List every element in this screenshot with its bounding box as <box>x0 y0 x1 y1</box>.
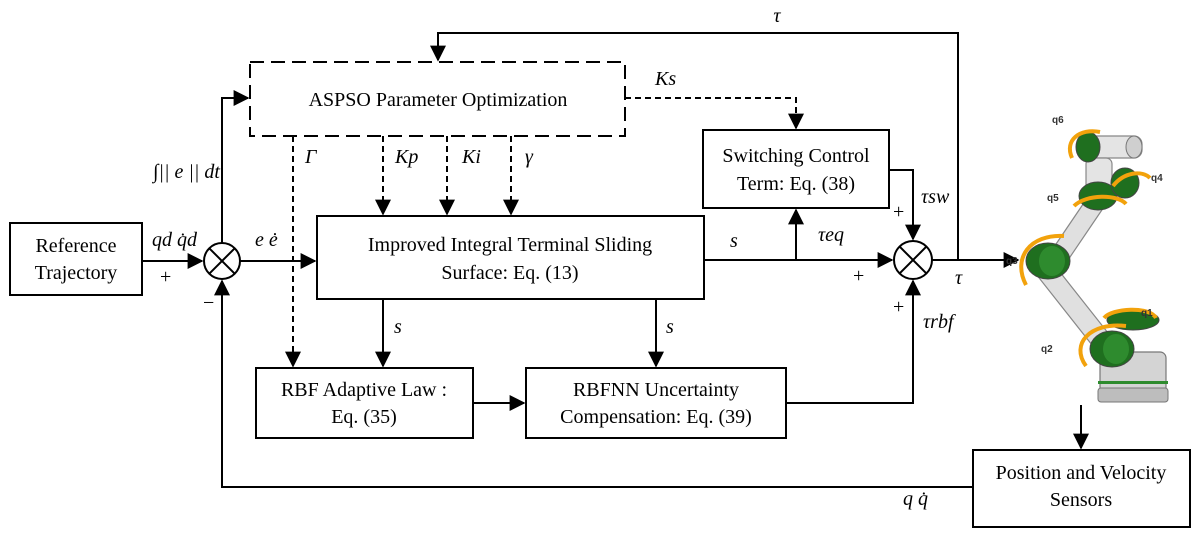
rbfnn-label-2: Compensation: Eq. (39) <box>560 406 752 428</box>
switching-control-block: Switching Control Term: Eq. (38) <box>702 129 890 209</box>
sensors-label-2: Sensors <box>1050 489 1112 511</box>
plus-equivalent-sign: + <box>853 265 864 287</box>
tau-sw-label: τsw <box>921 186 950 208</box>
joint-q4-label: q4 <box>1151 173 1163 184</box>
aspso-optimization-block: ASPSO Parameter Optimization <box>249 61 626 137</box>
tau-rbf-label: τrbf <box>923 311 956 333</box>
gamma-label: γ <box>525 146 534 168</box>
tau-eq-label: τeq <box>818 224 844 246</box>
plus-reference-sign: + <box>160 266 171 288</box>
switching-label-2: Term: Eq. (38) <box>737 173 855 195</box>
qd-label: qd q̇d <box>152 229 198 251</box>
joint-q2-label: q2 <box>1041 344 1053 355</box>
integral-error-label: ∫|| e || dt <box>151 161 220 184</box>
rbfnn-label-1: RBFNN Uncertainty <box>573 379 739 401</box>
s-main-label: s <box>730 230 738 252</box>
rbf-adaptive-law-block: RBF Adaptive Law : Eq. (35) <box>255 367 474 439</box>
q-feedback-label: q q̇ <box>903 488 928 510</box>
sliding-surface-block: Improved Integral Terminal Sliding Surfa… <box>316 215 705 300</box>
torque-feedback-arrow <box>430 32 959 260</box>
joint-q5-label: q5 <box>1047 193 1059 204</box>
rbfnn-compensation-block: RBFNN Uncertainty Compensation: Eq. (39) <box>525 367 787 439</box>
s-right-label: s <box>666 316 674 338</box>
switching-to-junction-arrow <box>889 169 921 241</box>
kp-label: Kp <box>394 146 418 168</box>
integral-error-arrow <box>221 90 250 243</box>
gamma-cap-label: Γ <box>304 146 318 168</box>
sensors-block: Position and Velocity Sensors <box>972 449 1191 528</box>
error-label: e ė <box>255 229 278 251</box>
rbf-law-label-2: Eq. (35) <box>331 406 397 428</box>
robot-arm-image: q6 q4 q5 q3 q1 q2 <box>1006 115 1169 403</box>
joint-q6-label: q6 <box>1052 115 1064 126</box>
s-left-label: s <box>394 316 402 338</box>
state-feedback-arrow <box>214 279 973 488</box>
joint-q3-label: q3 <box>1006 256 1018 267</box>
ks-dashed-arrow <box>625 97 804 130</box>
joint-q1-label: q1 <box>1141 308 1153 319</box>
plus-rbf-sign: + <box>893 296 904 318</box>
torque-summing-junction <box>893 240 933 280</box>
rbf-law-label-1: RBF Adaptive Law : <box>281 379 447 401</box>
reference-label-2: Trajectory <box>35 262 118 284</box>
rbfnn-to-junction-arrow <box>786 279 921 404</box>
aspso-label: ASPSO Parameter Optimization <box>309 89 568 111</box>
tau-feedback-label: τ <box>773 5 781 27</box>
itsm-label-1: Improved Integral Terminal Sliding <box>368 234 652 256</box>
reference-label-1: Reference <box>35 235 116 257</box>
error-summing-junction <box>203 242 241 280</box>
switching-label-1: Switching Control <box>722 145 870 167</box>
tau-output-label: τ <box>955 267 963 289</box>
reference-trajectory-block: Reference Trajectory <box>9 222 143 296</box>
sensors-label-1: Position and Velocity <box>996 462 1167 484</box>
minus-feedback-sign: − <box>203 292 214 314</box>
ks-label: Ks <box>654 68 676 90</box>
ki-label: Ki <box>461 146 481 168</box>
itsm-label-2: Surface: Eq. (13) <box>441 262 578 284</box>
plus-switching-sign: + <box>893 201 904 223</box>
